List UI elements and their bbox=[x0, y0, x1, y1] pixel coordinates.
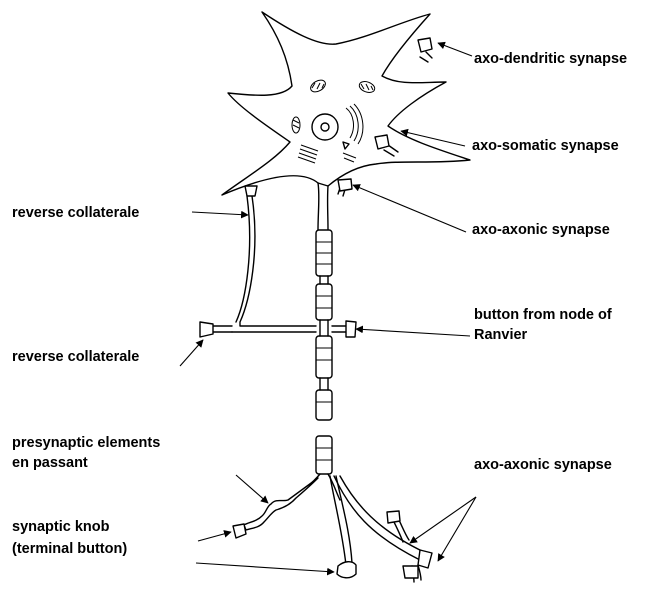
label-reverse-collaterale-bottom: reverse collaterale bbox=[12, 349, 139, 365]
axon bbox=[200, 183, 432, 582]
label-axo-somatic-synapse: axo-somatic synapse bbox=[472, 138, 619, 154]
label-reverse-collaterale-top: reverse collaterale bbox=[12, 205, 139, 221]
axo-dendritic-knob bbox=[418, 38, 432, 62]
nucleolus bbox=[321, 123, 329, 131]
label-synaptic-knob-line1: synaptic knob bbox=[12, 519, 110, 535]
label-presynaptic-line1: presynaptic elements bbox=[12, 435, 160, 451]
label-node-button-line2: Ranvier bbox=[474, 327, 528, 343]
label-synaptic-knob-line2: (terminal button) bbox=[12, 541, 127, 557]
neuron-soma bbox=[222, 12, 470, 195]
label-axo-axonic-synapse-top: axo-axonic synapse bbox=[472, 222, 610, 238]
label-presynaptic-line2: en passant bbox=[12, 455, 88, 471]
label-node-button-line1: button from node of bbox=[474, 307, 612, 323]
label-axo-dendritic-synapse: axo-dendritic synapse bbox=[474, 51, 627, 67]
label-axo-axonic-synapse-bottom: axo-axonic synapse bbox=[474, 457, 612, 473]
myelin-sheath bbox=[316, 230, 332, 474]
axo-axonic-top-knob bbox=[338, 179, 352, 196]
